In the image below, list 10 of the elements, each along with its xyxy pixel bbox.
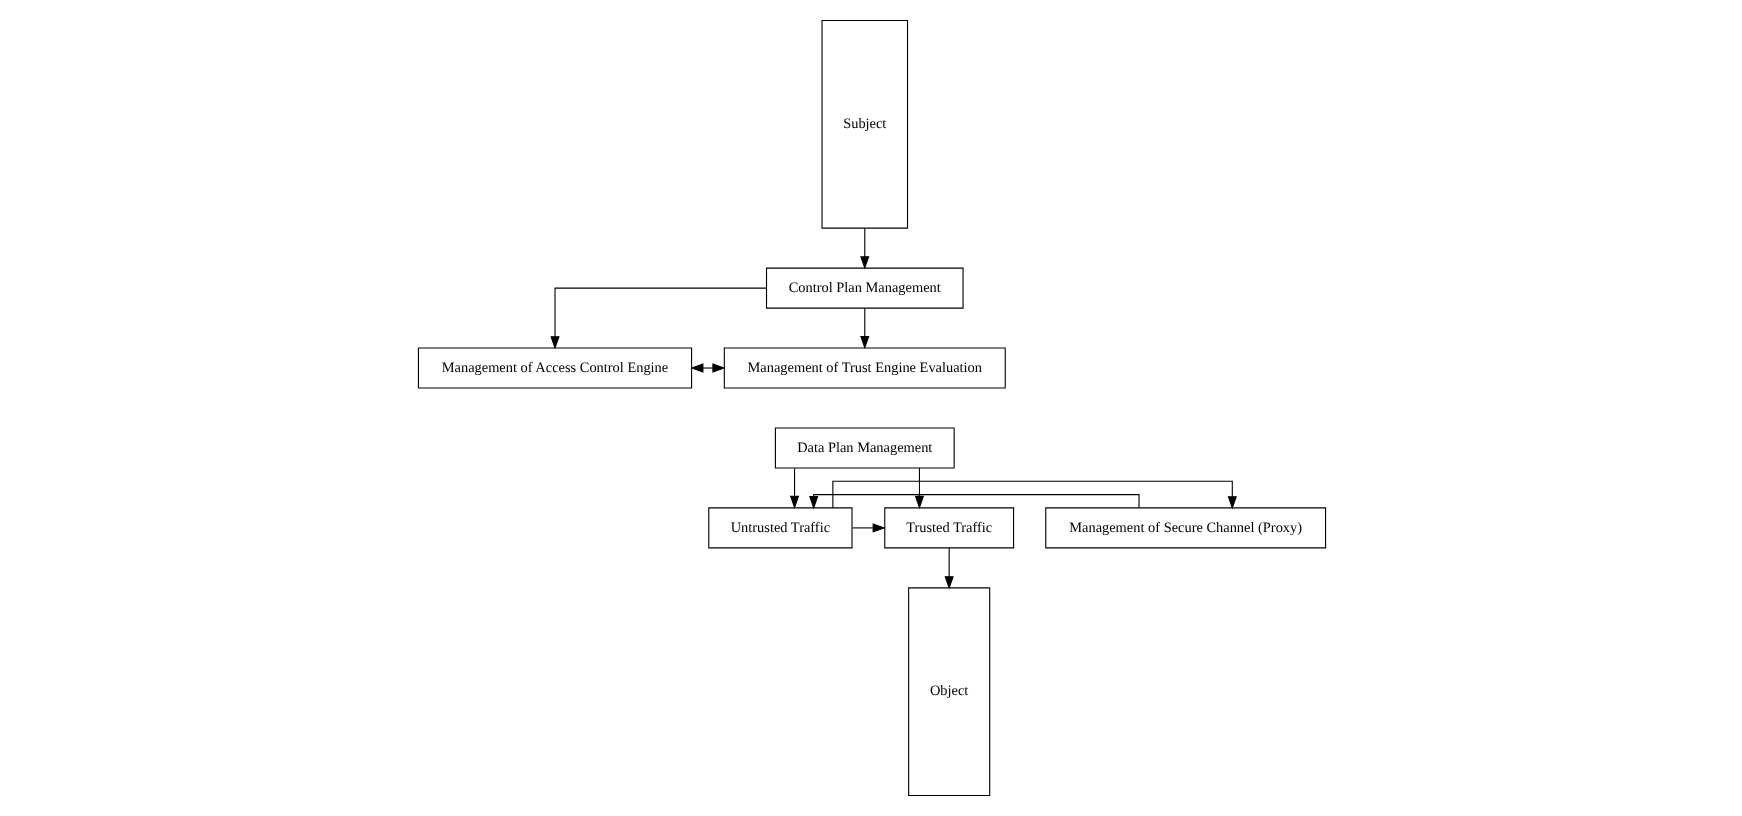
arrow <box>788 467 799 510</box>
arrow <box>850 523 885 533</box>
arrow <box>831 480 1236 510</box>
arrow <box>859 227 869 270</box>
arrow <box>859 307 869 350</box>
arrow <box>913 467 924 510</box>
arrow <box>549 287 766 350</box>
arrow <box>689 363 725 373</box>
arrow <box>943 547 953 590</box>
arrow <box>808 494 1139 510</box>
